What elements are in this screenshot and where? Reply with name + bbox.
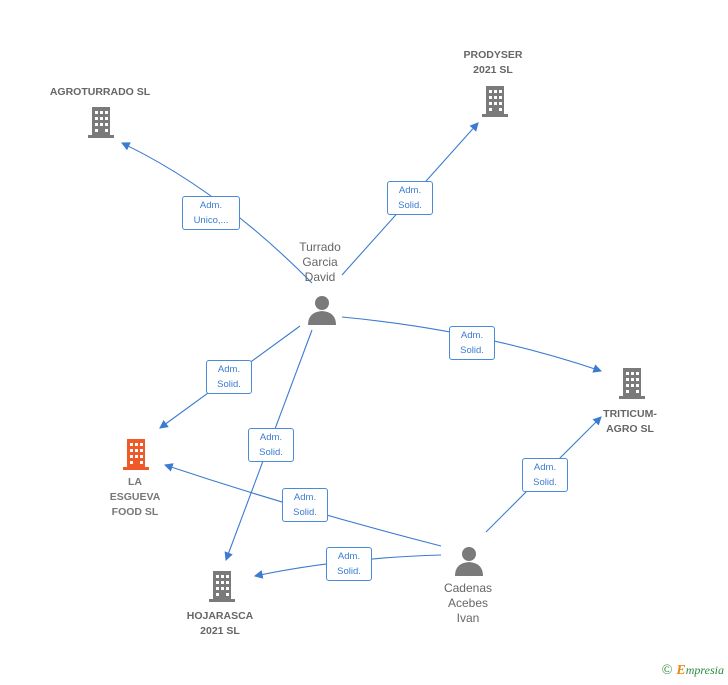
node-label-agroturrado[interactable]: AGROTURRADO SL [49, 86, 151, 98]
building-icon-agroturrado[interactable] [86, 105, 116, 139]
edge-label-turrado-agroturrado: Adm. Unico,... [182, 196, 240, 230]
node-label-triticum[interactable]: TRITICUM- AGRO SL [603, 408, 657, 435]
edge-label-cadenas-triticum: Adm. Solid. [522, 458, 568, 492]
edge-label-turrado-prodyser: Adm. Solid. [387, 181, 433, 215]
copyright-icon: © [661, 663, 673, 678]
edge-label-turrado-laesgueva: Adm. Solid. [206, 360, 252, 394]
building-icon-triticum[interactable] [617, 366, 647, 400]
building-icon-hojarasca[interactable] [207, 569, 237, 603]
brand-initial: E [676, 663, 686, 678]
node-label-prodyser[interactable]: PRODYSER 2021 SL [463, 49, 523, 76]
node-label-turrado[interactable]: Turrado Garcia David [299, 240, 341, 284]
person-icon-cadenas[interactable] [453, 546, 485, 576]
edge-label-turrado-triticum: Adm. Solid. [449, 326, 495, 360]
edge-label-turrado-hojarasca: Adm. Solid. [248, 428, 294, 462]
building-icon-laesgueva[interactable] [121, 437, 151, 471]
node-label-hojarasca[interactable]: HOJARASCA 2021 SL [186, 610, 254, 637]
person-icon-turrado[interactable] [306, 295, 338, 325]
edge-label-cadenas-hojarasca: Adm. Solid. [326, 547, 372, 581]
empresia-logo: ©Empresia [662, 663, 724, 679]
brand-name: mpresia [685, 663, 724, 677]
building-icon-prodyser[interactable] [480, 84, 510, 118]
edge-label-cadenas-laesgueva: Adm. Solid. [282, 488, 328, 522]
node-label-laesgueva[interactable]: LA ESGUEVA FOOD SL [109, 476, 161, 518]
node-label-cadenas[interactable]: Cadenas Acebes Ivan [443, 581, 493, 625]
